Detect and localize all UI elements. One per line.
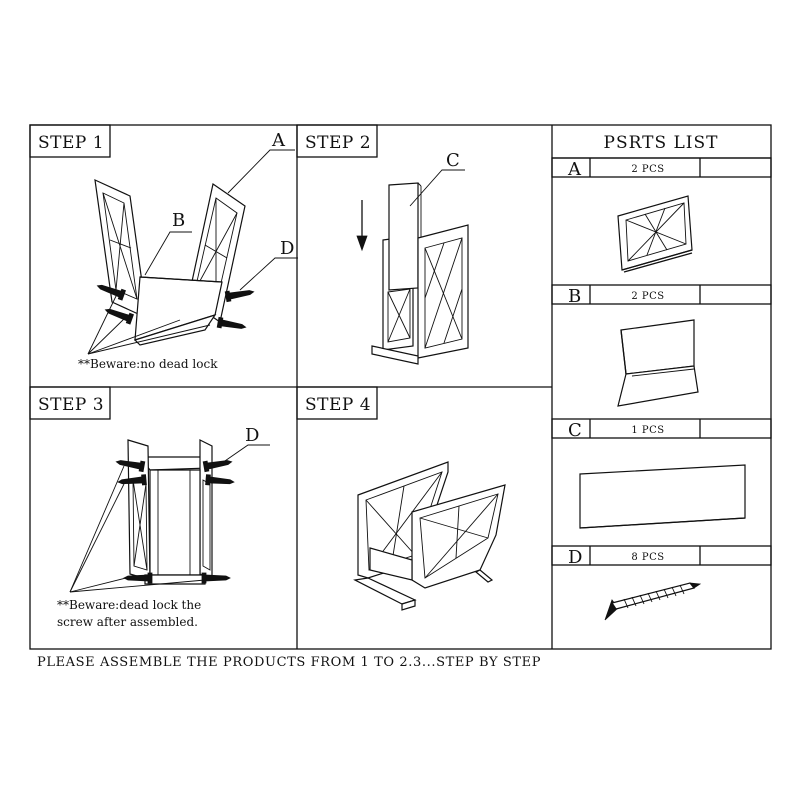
step-4-label: STEP 4 (305, 395, 371, 415)
part-d-qty: 8 PCS (631, 552, 664, 563)
step-3-note-line-2: screw after assembled. (57, 615, 198, 629)
part-b-illustration (617, 319, 699, 407)
step-1-label: STEP 1 (38, 133, 104, 153)
step-3-callout-d: D (245, 425, 259, 446)
step-2-illustration (356, 169, 469, 365)
part-b-letter: B (568, 286, 581, 307)
step-2-label: STEP 2 (305, 133, 371, 153)
step-1-label-box: STEP 1 (29, 124, 111, 158)
part-a-illustration (617, 195, 693, 273)
part-a-qty: 2 PCS (631, 164, 664, 175)
step-1-callout-d: D (280, 238, 294, 259)
part-d-letter: D (568, 547, 582, 568)
part-c-illustration (579, 464, 746, 529)
step-3-label: STEP 3 (38, 395, 104, 415)
part-c-qty: 1 PCS (631, 425, 664, 436)
step-1-callout-b: B (172, 210, 185, 231)
step-3-label-box: STEP 3 (29, 386, 111, 420)
part-c-letter: C (568, 420, 582, 441)
step-4-illustration (353, 461, 506, 611)
parts-list: PSRTS LIST A 2 PCS B 2 PCS C 1 PCS D 8 P… (551, 133, 772, 568)
parts-list-title: PSRTS LIST (604, 133, 719, 153)
part-d-illustration (604, 582, 702, 621)
step-3-illustration (69, 439, 270, 593)
step-2-callout-c: C (446, 150, 460, 171)
footer-instruction: PLEASE ASSEMBLE THE PRODUCTS FROM 1 TO 2… (37, 655, 541, 670)
step-1-note: **Beware:no dead lock (78, 357, 218, 371)
part-a-letter: A (567, 159, 582, 180)
step-4-label-box: STEP 4 (296, 386, 378, 420)
step-3-note-line-1: **Beware:dead lock the (57, 598, 201, 612)
step-2-label-box: STEP 2 (296, 124, 378, 158)
step-1-callout-a: A (271, 130, 286, 151)
step-1-illustration (87, 149, 298, 355)
part-b-qty: 2 PCS (631, 291, 664, 302)
